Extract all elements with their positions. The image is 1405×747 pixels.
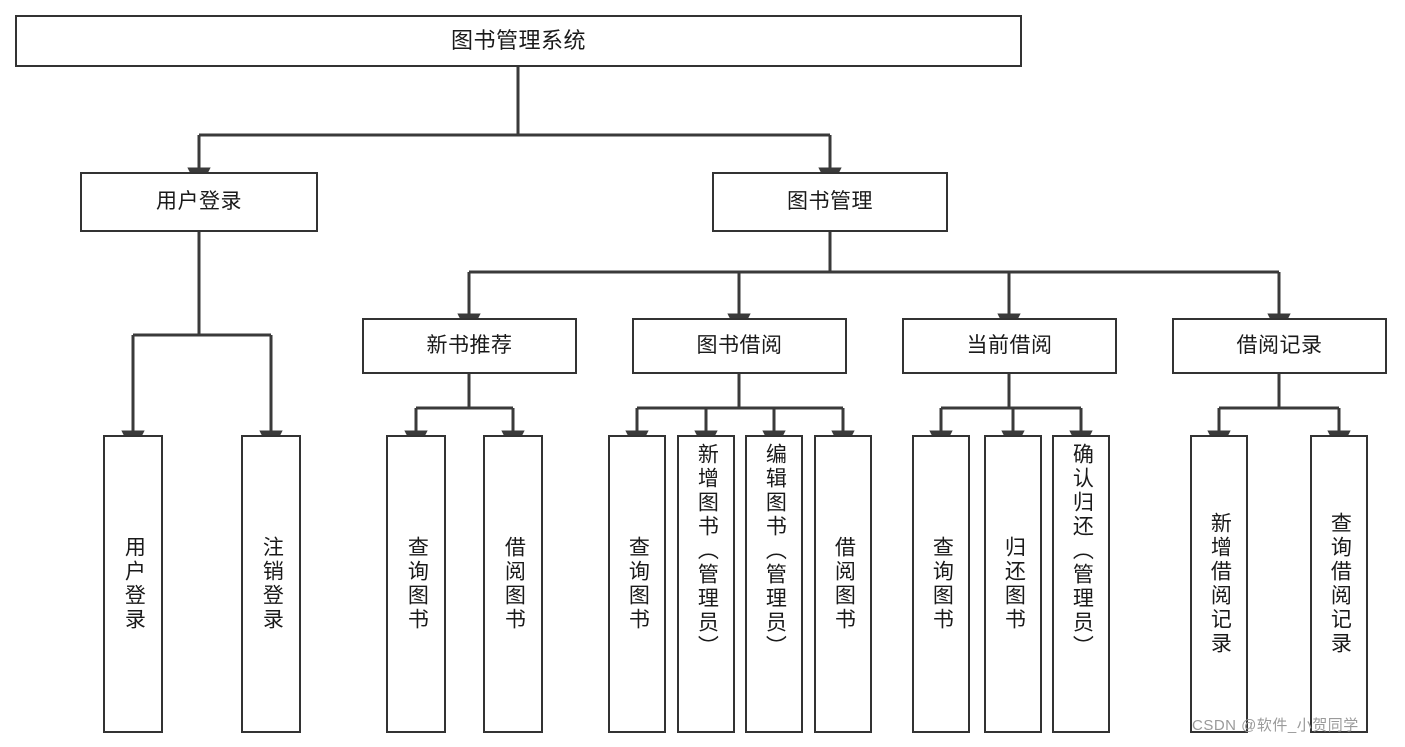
node-label: 查询借阅记录 bbox=[1328, 512, 1352, 656]
node-label: 借阅记录 bbox=[1236, 334, 1323, 358]
node-label: 新增借阅记录 bbox=[1208, 512, 1232, 656]
node-label: 新书推荐 bbox=[426, 334, 513, 358]
node-label: 用户登录 bbox=[122, 536, 146, 632]
node-leaf-6[interactable]: 编辑图书（管理员） bbox=[745, 435, 803, 733]
node-level3-2[interactable]: 当前借阅 bbox=[902, 318, 1117, 374]
node-label: 注销登录 bbox=[260, 536, 284, 632]
node-root[interactable]: 图书管理系统 bbox=[15, 15, 1022, 67]
node-leaf-12[interactable]: 查询借阅记录 bbox=[1310, 435, 1368, 733]
node-leaf-11[interactable]: 新增借阅记录 bbox=[1190, 435, 1248, 733]
node-label: 当前借阅 bbox=[966, 334, 1053, 358]
node-label: 确认归还（管理员） bbox=[1070, 443, 1094, 659]
node-level3-3[interactable]: 借阅记录 bbox=[1172, 318, 1387, 374]
node-label: 查询图书 bbox=[626, 536, 650, 632]
node-label: 归还图书 bbox=[1002, 536, 1026, 632]
node-leaf-8[interactable]: 查询图书 bbox=[912, 435, 970, 733]
node-leaf-1[interactable]: 注销登录 bbox=[241, 435, 301, 733]
node-level3-0[interactable]: 新书推荐 bbox=[362, 318, 577, 374]
node-label: 查询图书 bbox=[930, 536, 954, 632]
node-label: 新增图书（管理员） bbox=[695, 443, 719, 659]
node-level3-1[interactable]: 图书借阅 bbox=[632, 318, 847, 374]
node-label: 借阅图书 bbox=[502, 536, 526, 632]
node-leaf-3[interactable]: 借阅图书 bbox=[483, 435, 543, 733]
watermark-text: CSDN @软件_小贺同学 bbox=[1192, 717, 1359, 734]
node-leaf-10[interactable]: 确认归还（管理员） bbox=[1052, 435, 1110, 733]
node-leaf-2[interactable]: 查询图书 bbox=[386, 435, 446, 733]
node-label: 借阅图书 bbox=[832, 536, 856, 632]
node-leaf-9[interactable]: 归还图书 bbox=[984, 435, 1042, 733]
node-label: 用户登录 bbox=[156, 190, 242, 214]
node-label: 查询图书 bbox=[405, 536, 429, 632]
node-leaf-4[interactable]: 查询图书 bbox=[608, 435, 666, 733]
node-label: 图书借阅 bbox=[696, 334, 783, 358]
node-level2-1[interactable]: 图书管理 bbox=[712, 172, 948, 232]
node-leaf-7[interactable]: 借阅图书 bbox=[814, 435, 872, 733]
node-leaf-5[interactable]: 新增图书（管理员） bbox=[677, 435, 735, 733]
node-label: 编辑图书（管理员） bbox=[763, 443, 787, 659]
node-label: 图书管理系统 bbox=[450, 27, 586, 53]
node-label: 图书管理 bbox=[787, 190, 873, 214]
node-leaf-0[interactable]: 用户登录 bbox=[103, 435, 163, 733]
node-level2-0[interactable]: 用户登录 bbox=[80, 172, 318, 232]
